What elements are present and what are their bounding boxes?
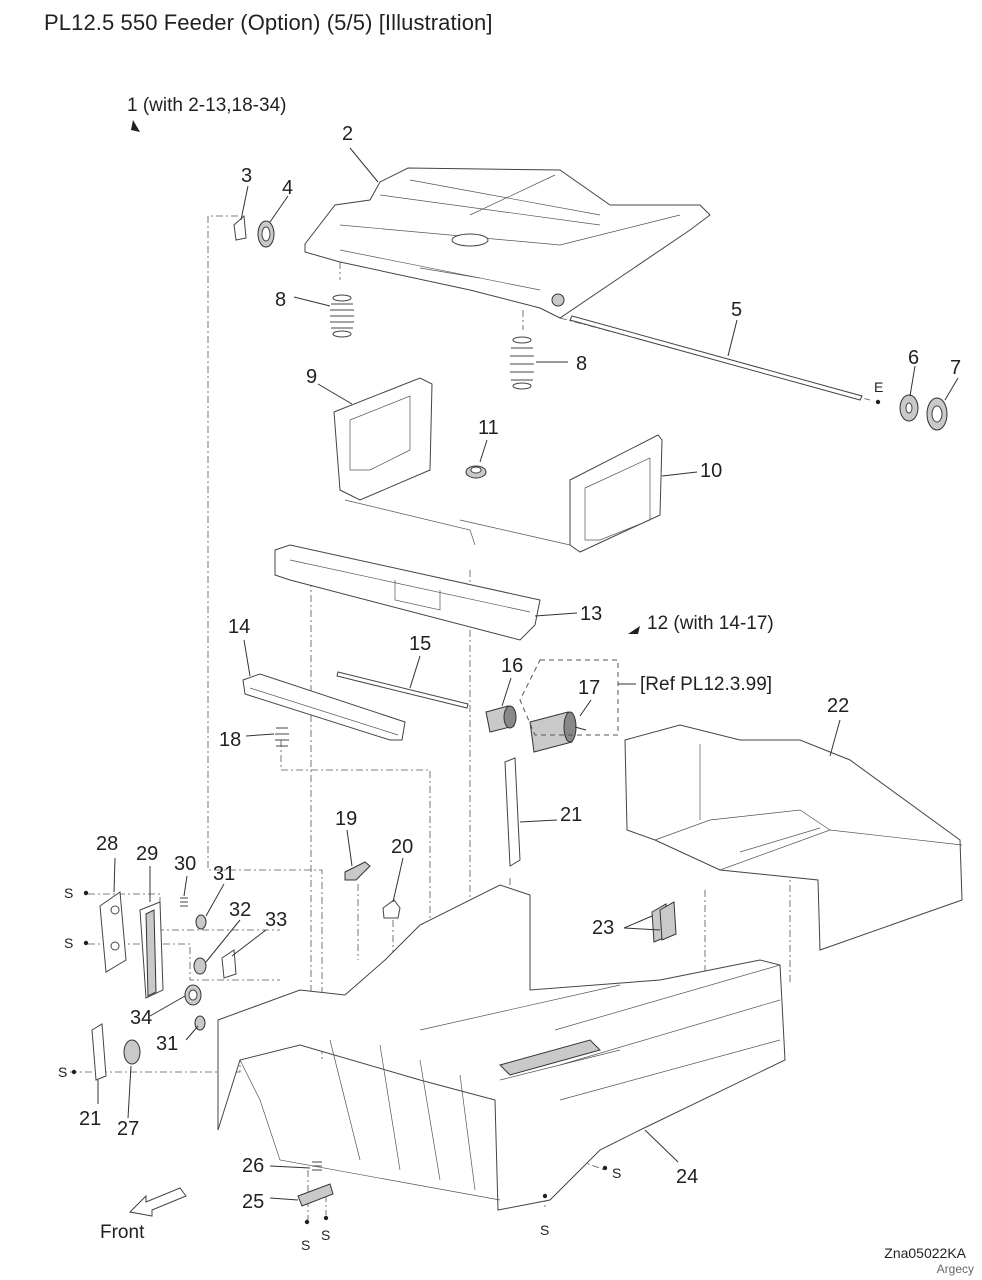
- callout-23: 23: [592, 917, 614, 939]
- page-title: PL12.5 550 Feeder (Option) (5/5) [Illust…: [44, 10, 493, 35]
- watermark: Argecy: [936, 1262, 974, 1276]
- part-tray-22: [624, 724, 963, 951]
- callout-17: 17: [578, 677, 600, 699]
- s-marker-4: S: [612, 1165, 621, 1181]
- part-washer-6: [899, 394, 919, 422]
- part-gear-31a: [195, 914, 207, 930]
- part-spring-30: [180, 897, 188, 907]
- callout-3: 3: [241, 165, 252, 187]
- callout-27: 27: [117, 1118, 139, 1140]
- part-gear-32: [193, 957, 207, 975]
- callout-21a: 21: [560, 804, 582, 826]
- part-guide-9: [333, 377, 476, 546]
- callout-16: 16: [501, 655, 523, 677]
- assembly-1-label: 1 (with 2-13,18-34): [127, 95, 286, 116]
- callout-30: 30: [174, 853, 196, 875]
- callout-10: 10: [700, 460, 722, 482]
- callout-32: 32: [229, 899, 251, 921]
- part-spring-26: [312, 1161, 322, 1171]
- part-roller-17: [529, 711, 587, 753]
- leader-lines: [97, 147, 959, 1201]
- assembly-12-pointer: [628, 626, 640, 634]
- e-marker: E: [874, 379, 883, 395]
- callout-8b: 8: [576, 353, 587, 375]
- callout-21b: 21: [79, 1108, 101, 1130]
- part-latch-25: [297, 1183, 334, 1207]
- part-spring-8a: [330, 294, 354, 338]
- screw-markers: S S S S S S S E: [58, 379, 883, 1253]
- part-frame-24: [217, 884, 786, 1211]
- part-gear-27: [123, 1039, 141, 1065]
- s-marker-6: S: [301, 1237, 310, 1253]
- part-clip-19: [344, 861, 371, 881]
- front-label: Front: [100, 1222, 145, 1243]
- part-bracket-3: [233, 214, 247, 241]
- callout-31a: 31: [213, 863, 235, 885]
- part-rack-29: [139, 901, 164, 999]
- s-marker-5: S: [540, 1222, 549, 1238]
- callout-26: 26: [242, 1155, 264, 1177]
- callout-33: 33: [265, 909, 287, 931]
- part-gear-34: [184, 984, 202, 1006]
- callout-4: 4: [282, 177, 293, 199]
- callout-13: 13: [580, 603, 602, 625]
- part-shaft-5: [569, 315, 863, 401]
- s-marker-7: S: [321, 1227, 330, 1243]
- callout-22: 22: [827, 695, 849, 717]
- assembly-12-label: 12 (with 14-17): [647, 613, 774, 634]
- callout-8a: 8: [275, 289, 286, 311]
- callout-15: 15: [409, 633, 431, 655]
- part-plate-28: [99, 891, 127, 973]
- callout-25: 25: [242, 1191, 264, 1213]
- callout-7: 7: [950, 357, 961, 379]
- part-knob-11: [465, 465, 487, 479]
- s-marker-3: S: [58, 1064, 67, 1080]
- part-spring-33: [221, 949, 237, 979]
- part-gear-7: [926, 397, 948, 431]
- ref-note: [Ref PL12.3.99]: [640, 674, 772, 695]
- callout-31b: 31: [156, 1033, 178, 1055]
- callout-20: 20: [391, 836, 413, 858]
- callout-5: 5: [731, 299, 742, 321]
- drawing-code: Zna05022KA: [884, 1245, 966, 1261]
- reference-box: [519, 659, 619, 736]
- callout-28: 28: [96, 833, 118, 855]
- callout-34: 34: [130, 1007, 152, 1029]
- front-arrow: [128, 1187, 187, 1217]
- part-lift-plate: [304, 167, 711, 319]
- callout-11: 11: [478, 417, 499, 439]
- callout-24: 24: [676, 1166, 698, 1188]
- callout-18: 18: [219, 729, 241, 751]
- part-spring-8b: [510, 336, 534, 390]
- callout-2: 2: [342, 123, 353, 145]
- callout-6: 6: [908, 347, 919, 369]
- callout-numbers: 2 3 4 5 6 7 8 8 9 10 11 13 14 15 16 17 1…: [79, 123, 961, 1213]
- part-clip-20: [382, 899, 401, 919]
- part-gear-4: [257, 220, 275, 248]
- assembly-1-pointer: [131, 120, 140, 132]
- part-guide-10: [459, 434, 663, 553]
- part-guide-21a: [504, 757, 521, 867]
- part-spring-18: [275, 727, 289, 747]
- part-guide-21b: [91, 1023, 107, 1081]
- part-roller-16: [485, 705, 517, 733]
- part-holder-13: [274, 544, 541, 641]
- s-marker-1: S: [64, 885, 73, 901]
- callout-9: 9: [306, 366, 317, 388]
- s-marker-2: S: [64, 935, 73, 951]
- part-clips-23: [651, 901, 677, 943]
- callout-19: 19: [335, 808, 357, 830]
- callout-29: 29: [136, 843, 158, 865]
- part-holder-14: [242, 673, 406, 741]
- callout-14: 14: [228, 616, 250, 638]
- part-shaft-15: [336, 671, 469, 709]
